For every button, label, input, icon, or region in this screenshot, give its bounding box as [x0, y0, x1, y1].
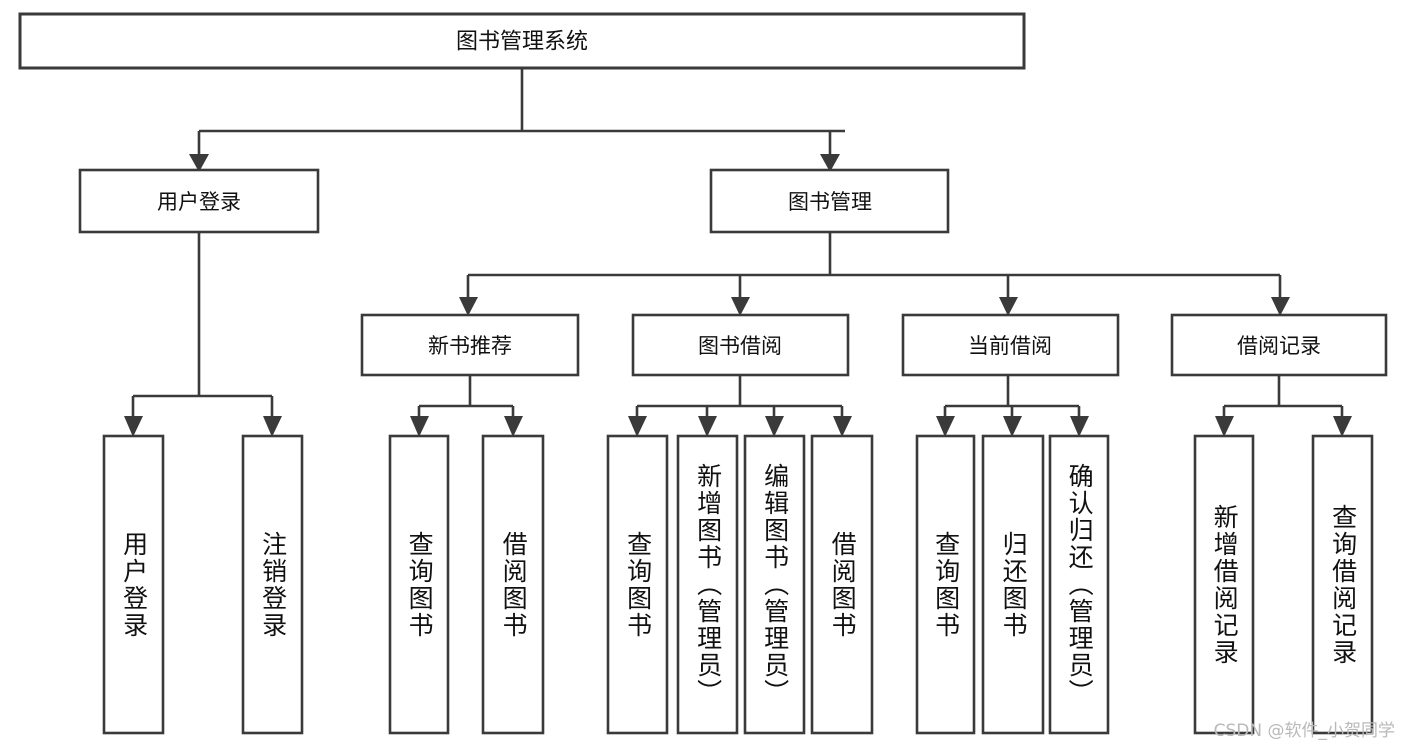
node-book-borrow[interactable]: 图书借阅	[631, 313, 850, 377]
connector-borrow-record-to-leaves	[1215, 375, 1352, 437]
leaf-box-query-book-2[interactable]	[606, 434, 669, 735]
node-new-book-recommend[interactable]: 新书推荐	[360, 313, 580, 377]
leaf-box-user-login[interactable]	[102, 434, 165, 735]
leaf-box-query-book-1[interactable]	[388, 434, 450, 735]
leaf-box-borrow-book-2[interactable]	[810, 434, 874, 735]
node-book-borrow-label: 图书借阅	[698, 334, 782, 358]
connector-book-mgmt-to-level3	[459, 232, 1290, 316]
connector-user-login-to-leaves	[124, 232, 282, 437]
node-root-system[interactable]: 图书管理系统	[18, 12, 1026, 70]
connector-root-to-level2	[189, 68, 845, 172]
leaf-box-add-book-admin[interactable]	[676, 434, 739, 735]
leaf-box-add-borrow-record[interactable]	[1193, 434, 1255, 735]
node-borrow-record[interactable]: 借阅记录	[1170, 313, 1388, 377]
node-borrow-record-label: 借阅记录	[1237, 334, 1321, 358]
connector-borrow-to-leaves	[628, 375, 852, 437]
connector-current-borrow-to-leaves	[936, 375, 1089, 437]
node-user-login[interactable]: 用户登录	[78, 168, 320, 234]
node-new-book-recommend-label: 新书推荐	[428, 334, 512, 358]
node-user-login-label: 用户登录	[157, 190, 241, 214]
node-current-borrow[interactable]: 当前借阅	[901, 313, 1120, 377]
node-book-management[interactable]: 图书管理	[709, 168, 950, 234]
connector-new-book-to-leaves	[410, 375, 523, 437]
leaf-box-logout-login[interactable]	[241, 434, 304, 735]
leaf-box-borrow-book-1[interactable]	[481, 434, 545, 735]
csdn-watermark: CSDN @软件_小贺同学	[1213, 721, 1395, 741]
node-current-borrow-label: 当前借阅	[968, 334, 1052, 358]
leaf-box-return-book[interactable]	[981, 434, 1045, 735]
leaf-boxes	[102, 434, 1374, 735]
leaf-box-query-borrow-record[interactable]	[1311, 434, 1374, 735]
node-root-label: 图书管理系统	[456, 30, 588, 55]
leaf-box-confirm-return-admin[interactable]	[1048, 434, 1110, 735]
leaf-box-edit-book-admin[interactable]	[743, 434, 806, 735]
leaf-box-query-book-3[interactable]	[915, 434, 976, 735]
node-book-management-label: 图书管理	[788, 190, 872, 214]
